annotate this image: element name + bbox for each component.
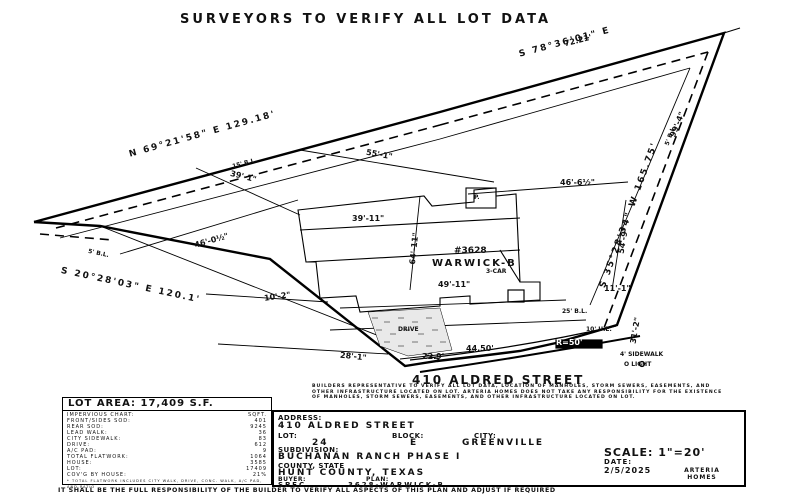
block-label: BLOCK: (392, 432, 424, 440)
west-dash (39, 233, 113, 241)
garage-label: 3-CAR (486, 268, 507, 275)
ue-line (329, 319, 587, 331)
plan-number-label: #3628 (454, 246, 487, 256)
scale-label: SCALE: 1"=20' (604, 446, 706, 459)
survey-note: SURVEYORS TO VERIFY ALL LOT DATA (180, 12, 552, 27)
east-dash (603, 51, 709, 329)
table-row: TOTAL FLATWORK:1064 (67, 454, 267, 460)
lot-label: LOT: (278, 432, 298, 440)
dim-46b-label: 46'-6½" (560, 178, 595, 187)
city-value: GREENVILLE (462, 438, 545, 448)
patio (465, 187, 497, 209)
arc-marker (555, 339, 603, 349)
table-row: CITY SIDEWALK:83 (67, 436, 267, 442)
patio-label: P. (474, 194, 480, 201)
impervious-footnote: * TOTAL FLATWORK INCLUDES CITY WALK, DRI… (67, 479, 263, 489)
dim-39b-label: 39'-11" (352, 214, 385, 223)
buyer-label: BUYER: (278, 476, 306, 483)
table-row: DRIVE:612 (67, 442, 267, 448)
dim-28 (217, 343, 389, 355)
address-value: 410 ALDRED STREET (278, 421, 416, 431)
curb (419, 335, 641, 373)
house-footprint (297, 187, 541, 313)
light-pole (638, 360, 646, 368)
north-dash (55, 124, 441, 229)
impervious-header: IMPERVIOUS CHART: SQFT. (67, 412, 267, 419)
front-setback (339, 299, 567, 309)
impervious-header-label: IMPERVIOUS CHART: (67, 412, 135, 418)
dim-55 (299, 149, 495, 183)
arc-radius-label: R=50' (556, 338, 583, 347)
impervious-header-unit: SQFT. (248, 412, 267, 418)
title-block: ADDRESS: 410 ALDRED STREET LOT: 24 BLOCK… (272, 410, 746, 489)
ne-dash (439, 51, 709, 126)
dim-46b (467, 181, 629, 195)
plan-label: PLAN: (366, 476, 389, 483)
table-row: FRONT/SIDES SOD:401 (67, 418, 267, 424)
lot-area: LOT AREA: 17,409 S.F. (68, 398, 214, 409)
date-value: 2/5/2025 (604, 466, 652, 475)
city-label: CITY: (474, 432, 497, 440)
arc-length-label: 44.50' (466, 344, 494, 353)
table-row: REAR SOD:9245 (67, 424, 267, 430)
ue-label: 10' U.E. (586, 326, 612, 333)
lot-value: 24 (312, 438, 329, 448)
lot-boundary (33, 31, 726, 368)
table-row: HOUSE:3585 (67, 460, 267, 466)
block-value: E (410, 438, 419, 448)
company-name: ARTERIA HOMES (684, 467, 720, 481)
drive-label: DRIVE (398, 326, 419, 333)
light-label: O LIGHT (624, 361, 652, 368)
rear-setback (59, 138, 441, 239)
dim-10 (205, 293, 329, 303)
subdivision-label: SUBDIVISION: (278, 446, 339, 454)
buyer-value: SPEC (278, 481, 307, 489)
lot-area-box (62, 397, 272, 411)
dim-46a (119, 199, 299, 255)
dim-39a (195, 167, 301, 216)
date-label: DATE: (604, 458, 633, 466)
dim-22-label: 22.9' (422, 352, 445, 361)
rear-setback-2 (439, 67, 691, 140)
county-label: COUNTY, STATE (278, 462, 345, 470)
impervious-chart: IMPERVIOUS CHART: SQFT. FRONT/SIDES SOD:… (62, 410, 272, 489)
county-value: HUNT COUNTY, TEXAS (278, 468, 426, 478)
sidewalk-label: 4' SIDEWALK (620, 351, 664, 358)
front-setback-label: 25' B.L. (562, 308, 588, 315)
dim-49-label: 49'-11" (438, 280, 471, 289)
dim-22 (399, 350, 475, 360)
side-setback-right (589, 67, 691, 306)
table-row: LEAD WALK:36 (67, 430, 267, 436)
footer-note: IT SHALL BE THE FULL RESPONSIBILITY OF T… (58, 487, 556, 494)
street-name: 410 ALDRED STREET (412, 373, 585, 387)
dim-54 (611, 199, 627, 291)
table-row: LOT:17409 (67, 466, 267, 472)
plan-value: 3628-WARWICK-B (348, 481, 445, 489)
builder-note: BUILDERS REPRESENTATIVE TO VERIFY ALL LO… (312, 384, 723, 401)
plan-name-label: WARWICK-B (432, 258, 517, 269)
dim-11-label: 11'-1" (604, 284, 631, 293)
dim-64 (409, 195, 421, 291)
subdivision-value: BUCHANAN RANCH PHASE I (278, 452, 462, 462)
ac-pad (507, 289, 525, 303)
table-row: COV'G BY HOUSE:21% (67, 472, 267, 478)
driveway (367, 307, 453, 357)
address-label: ADDRESS: (278, 414, 322, 422)
sidewalk (409, 325, 617, 361)
table-row: A/C PAD:9 (67, 448, 267, 454)
